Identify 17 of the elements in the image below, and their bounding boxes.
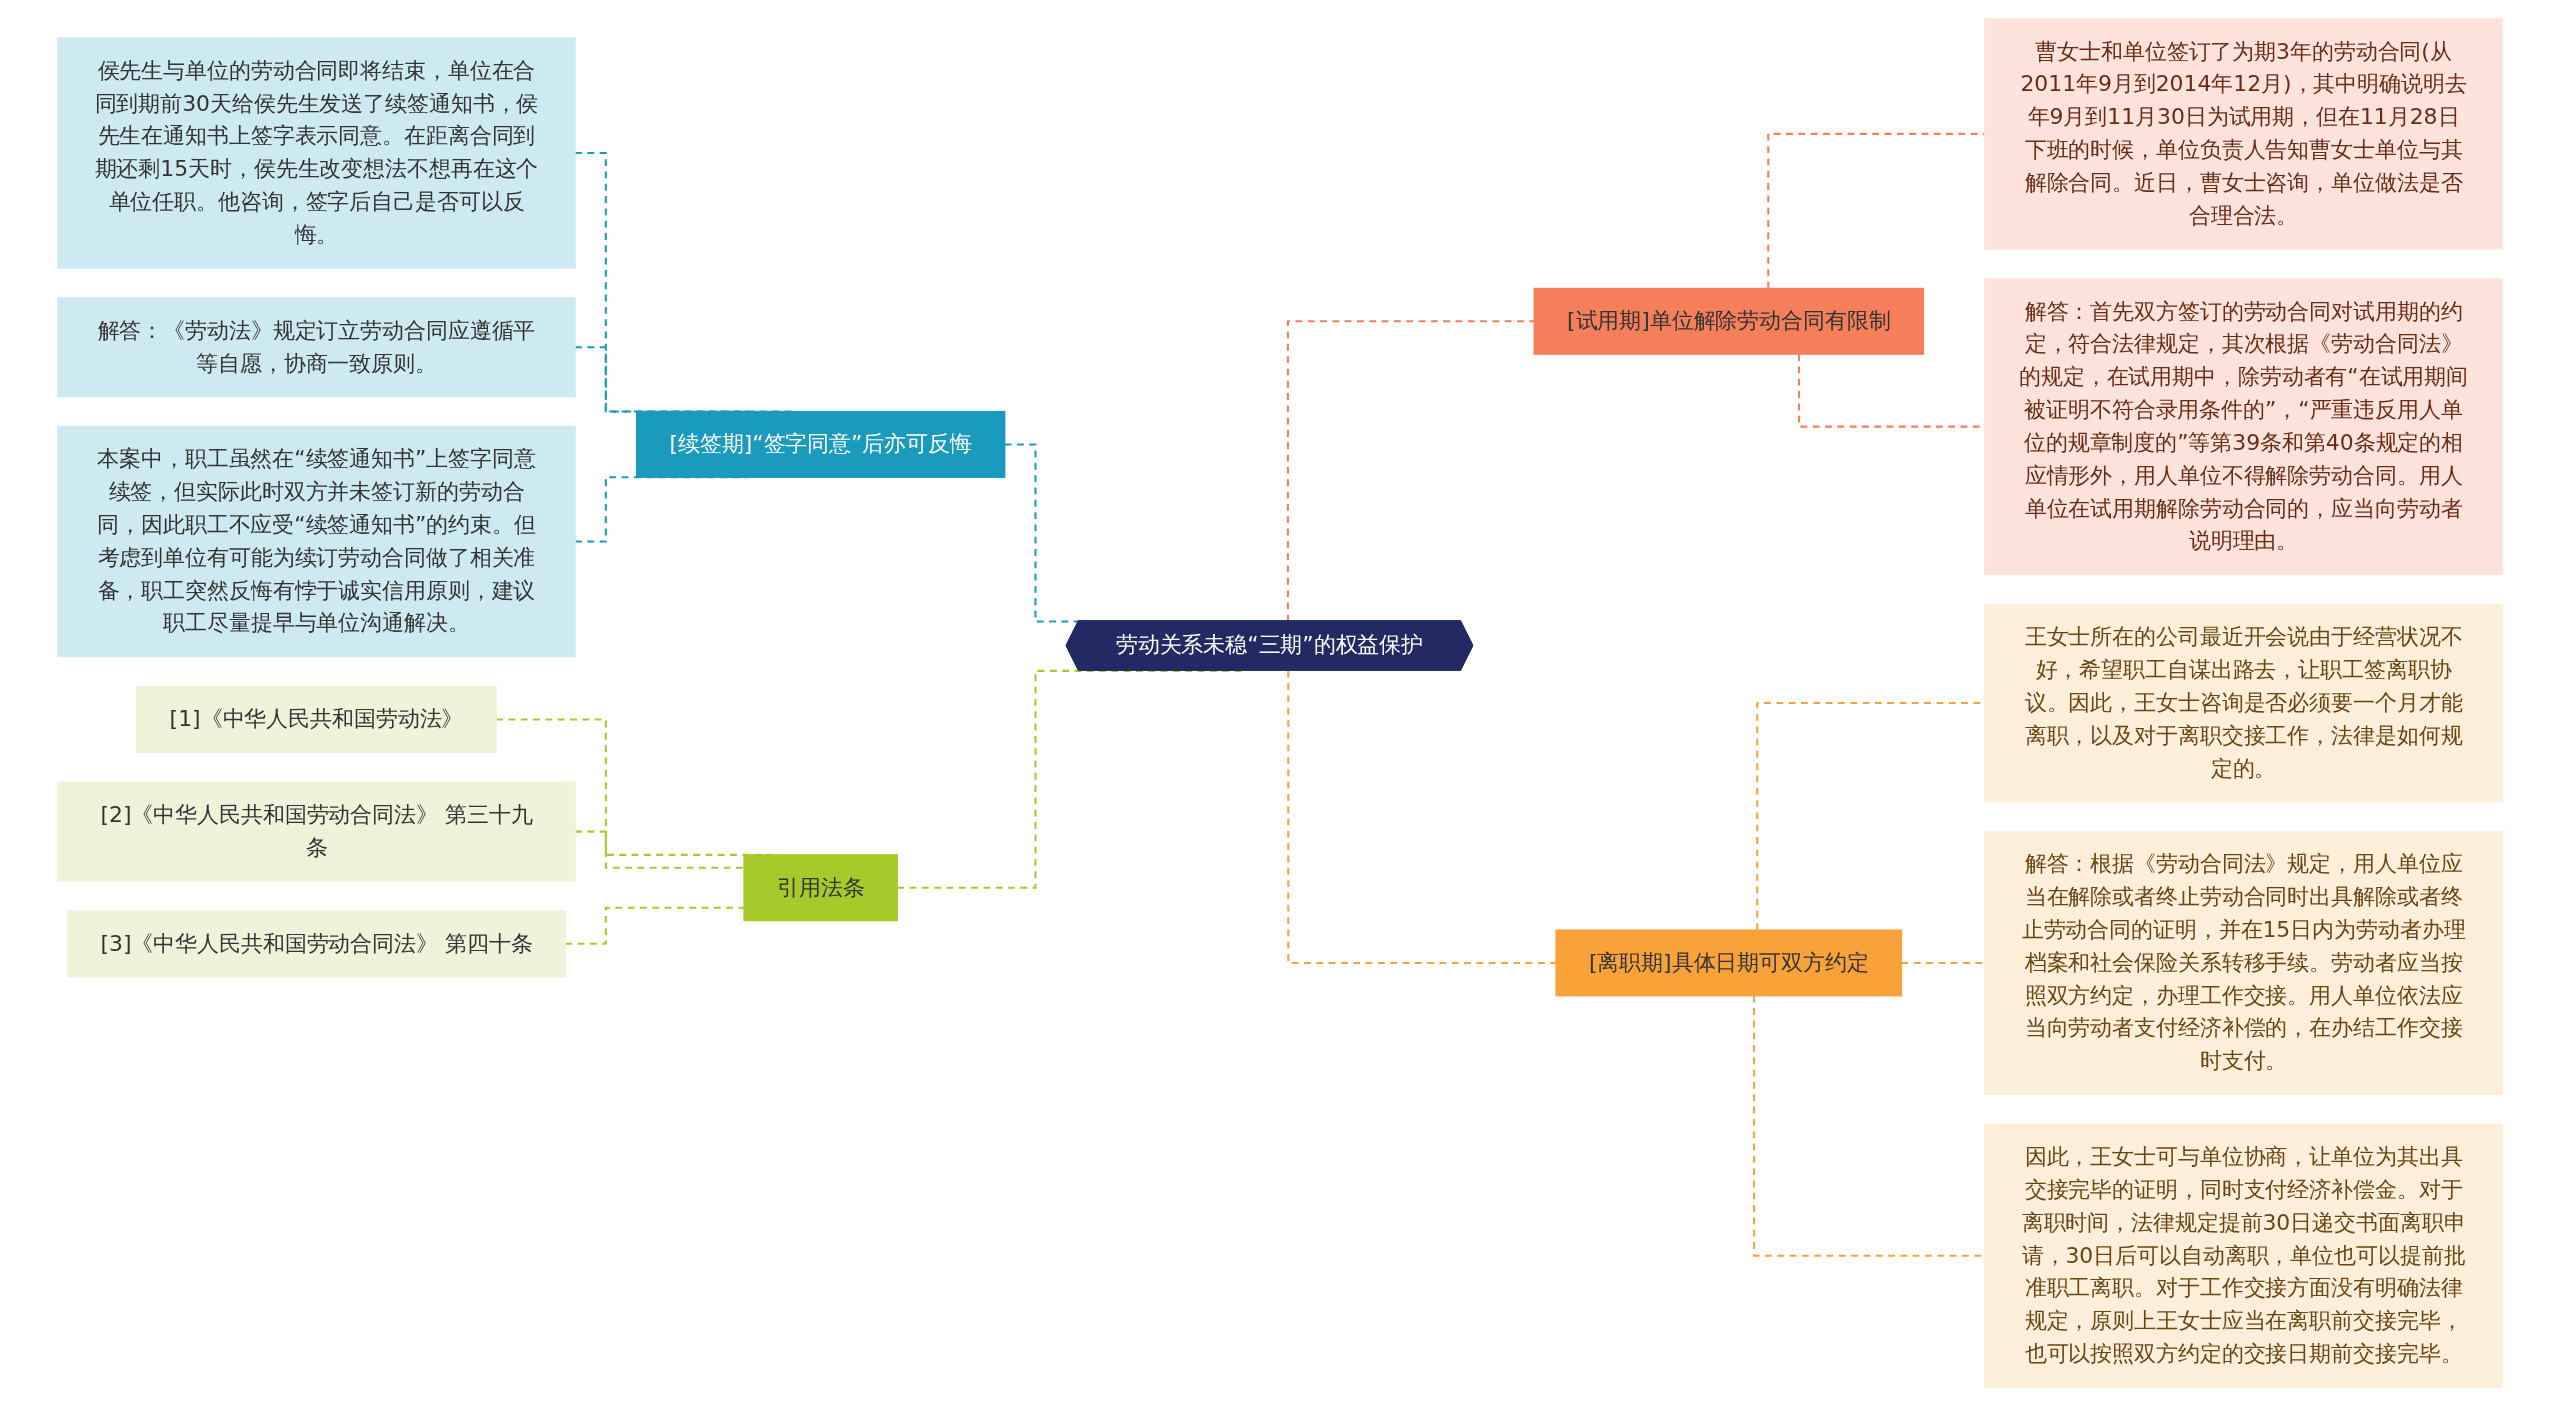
node-box: [试用期]单位解除劳动合同有限制 (1533, 287, 1925, 355)
node-box: [3]《中华人民共和国劳动合同法》 第四十条 (66, 909, 566, 977)
node-box: [续签期]“签字同意”后亦可反悔 (635, 410, 1006, 478)
node-box: [2]《中华人民共和国劳动合同法》 第三十九条 (57, 781, 576, 882)
connector (1287, 670, 1557, 964)
node-box: 解答：首先双方签订的劳动合同对试用期的约定，符合法律规定，其次根据《劳动合同法》的规定，在试用期中，除劳动者有“在试用期间被证明不符合录用条件的”，“严重违反用人单位的规章制度的”等第39条和第40条规定的相应情形外，用人单位不得解除劳动合同。用人单位在试用期解除劳动合同的，应当向劳动者说明理由。 (1984, 277, 2503, 575)
node-box: [离职期]具体日期可双方约定 (1555, 928, 1903, 996)
node-box: 侯先生与单位的劳动合同即将结束，单位在合同到期前30天给侯先生发送了续签通知书，侯先生在通知书上签字表示同意。在距离合同到期还剩15天时，侯先生改变想法不想再在这个单位任职。他咨询，签字后自己是否可以反悔。 (57, 36, 576, 269)
node-box: 因此，王女士可与单位协商，让单位为其出具交接完毕的证明，同时支付经济补偿金。对于离职时间，法律规定提前30日递交书面离职申请，30日后可以自动离职，单位也可以提前批准职工离职。对于工作交接方面没有明确法律规定，原则上王女士应当在离职前交接完毕，也可以按照双方约定的交接日期前交接完毕。 (1984, 1123, 2503, 1388)
node-box: 王女士所在的公司最近开会说由于经营状况不好，希望职工自谋出路去，让职工签离职协议。因此，王女士咨询是否必须要一个月才能离职，以及对于离职交接工作，法律是如何规定的。 (1984, 603, 2503, 802)
connector (1286, 319, 1535, 622)
node-box: 解答：《劳动法》规定订立劳动合同应遵循平等自愿，协商一致原则。 (57, 296, 576, 397)
node-box: 本案中，职工虽然在“续签通知书”上签字同意续签，但实际此时双方并未签订新的劳动合同，因此职工不应受“续签通知书”的约束。但考虑到单位有可能为续订劳动合同做了相关准备，职工突然反悔有悖于诚实信用原则，建议职工尽量提早与单位沟通解决。 (57, 425, 576, 657)
node-box: [1]《中华人民共和国劳动法》 (136, 685, 497, 753)
node-box: 解答：根据《劳动合同法》规定，用人单位应当在解除或者终止劳动合同时出具解除或者终止劳动合同的证明，并在15日内为劳动者办理档案和社会保险关系转移手续。劳动者应当按照双方约定，办理工作交接。用人单位依法应当向劳动者支付经济补偿的，在办结工作交接时支付。 (1984, 830, 2503, 1095)
node-box: 引用法条 (743, 853, 898, 921)
node-box: 曹女士和单位签订了为期3年的劳动合同(从2011年9月到2014年12月)，其中明确说明去年9月到11月30日为试用期，但在11月28日下班的时候，单位负责人告知曹女士单位与其解除合同。近日，曹女士咨询，单位做法是否合理合法。 (1984, 17, 2503, 249)
